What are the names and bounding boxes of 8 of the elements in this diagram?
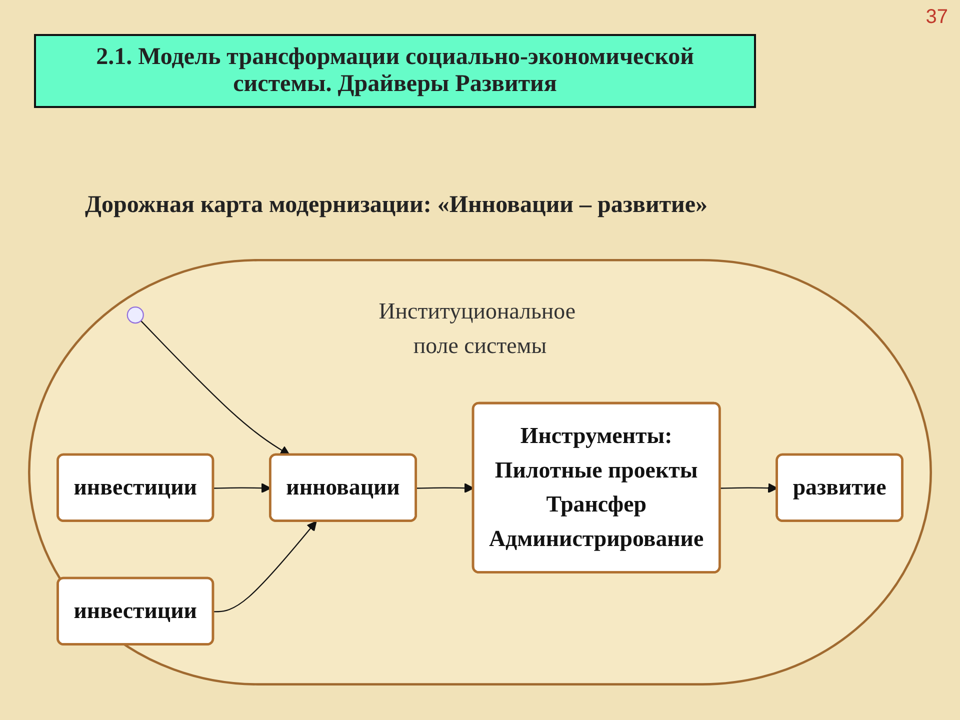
subtitle: Дорожная карта модернизации: «Инновации – развитие» <box>85 192 708 219</box>
page-number: 37 <box>926 6 948 29</box>
arrow <box>416 483 474 494</box>
arrow <box>214 483 272 494</box>
title-callout: 2.1. Модель трансформации социально-экономической системы. Драйверы Развития <box>34 34 756 108</box>
arrow <box>720 483 778 494</box>
arrow <box>214 521 317 613</box>
arrow <box>140 320 290 456</box>
